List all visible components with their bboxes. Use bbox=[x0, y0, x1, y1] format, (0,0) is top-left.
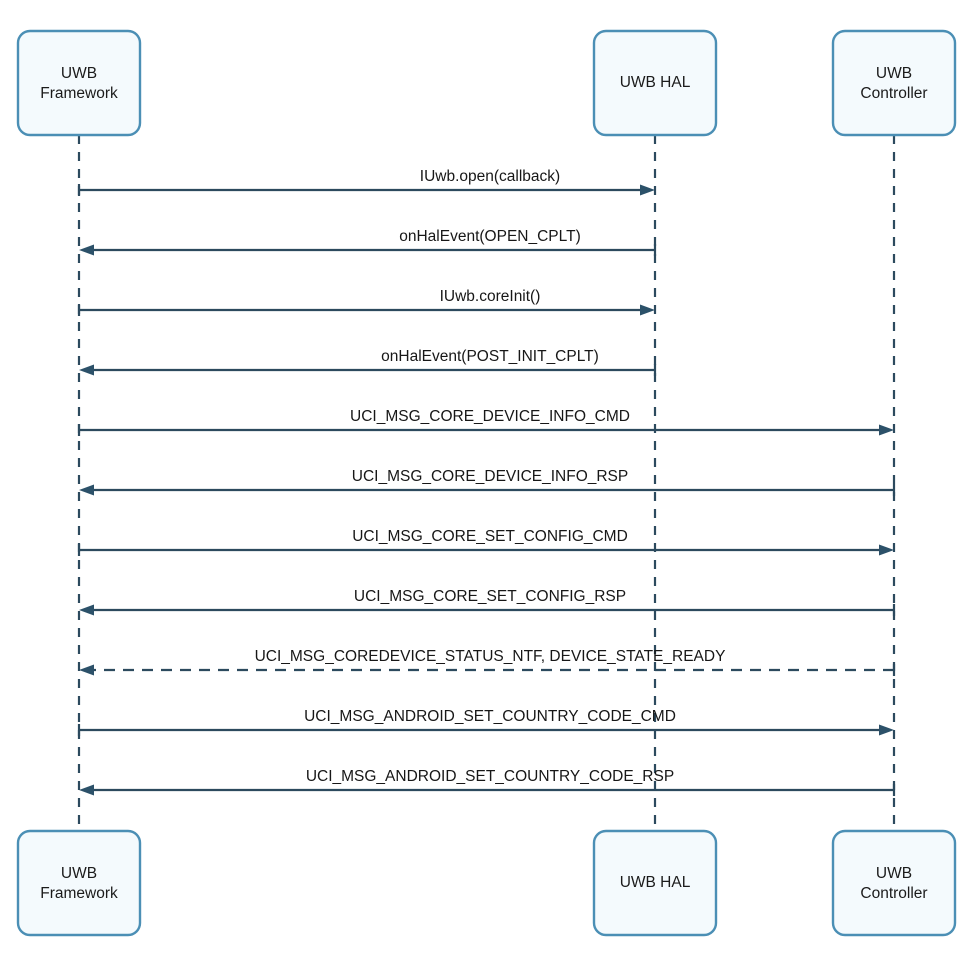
message-arrowhead bbox=[79, 604, 94, 616]
message-label: UCI_MSG_ANDROID_SET_COUNTRY_CODE_RSP bbox=[306, 768, 674, 785]
participant-controller-bottom[interactable]: UWB Controller bbox=[831, 829, 957, 937]
message-label: UCI_MSG_CORE_SET_CONFIG_CMD bbox=[352, 528, 628, 545]
participant-label: UWB bbox=[876, 865, 912, 882]
message-arrowhead bbox=[79, 244, 94, 256]
message-9[interactable]: UCI_MSG_COREDEVICE_STATUS_NTF, DEVICE_ST… bbox=[79, 648, 896, 676]
participant-framework-bottom[interactable]: UWB Framework bbox=[16, 829, 142, 937]
participant-label: UWB bbox=[876, 65, 912, 82]
message-3[interactable]: IUwb.coreInit() bbox=[77, 288, 655, 316]
messages-layer: IUwb.open(callback) onHalEvent(OPEN_CPLT)… bbox=[77, 168, 896, 796]
message-label: onHalEvent(POST_INIT_CPLT) bbox=[381, 348, 599, 365]
participant-box-rect bbox=[592, 829, 718, 937]
participant-hal-bottom[interactable]: UWB HAL bbox=[592, 829, 718, 937]
participant-framework-top[interactable]: UWB Framework bbox=[16, 29, 142, 137]
participant-label: UWB bbox=[61, 865, 97, 882]
participant-controller-top[interactable]: UWB Controller bbox=[831, 29, 957, 137]
participant-label: Controller bbox=[860, 85, 927, 102]
message-label: IUwb.coreInit() bbox=[440, 288, 541, 305]
message-arrowhead bbox=[79, 364, 94, 376]
message-arrowhead bbox=[879, 424, 894, 436]
participant-label: UWB HAL bbox=[620, 74, 691, 91]
message-arrowhead bbox=[640, 184, 655, 196]
participant-label: UWB HAL bbox=[620, 874, 691, 891]
message-arrowhead bbox=[879, 544, 894, 556]
message-label: IUwb.open(callback) bbox=[420, 168, 560, 185]
participant-hal-top[interactable]: UWB HAL bbox=[592, 29, 718, 137]
participant-box-rect bbox=[16, 829, 142, 937]
message-label: UCI_MSG_CORE_DEVICE_INFO_RSP bbox=[352, 468, 629, 485]
message-10[interactable]: UCI_MSG_ANDROID_SET_COUNTRY_CODE_CMD bbox=[77, 708, 894, 736]
message-arrowhead bbox=[640, 304, 655, 316]
message-label: UCI_MSG_CORE_DEVICE_INFO_CMD bbox=[350, 408, 630, 425]
message-label: UCI_MSG_ANDROID_SET_COUNTRY_CODE_CMD bbox=[304, 708, 676, 725]
participant-box-rect bbox=[831, 29, 957, 137]
participant-label: UWB bbox=[61, 65, 97, 82]
message-label: UCI_MSG_COREDEVICE_STATUS_NTF, DEVICE_ST… bbox=[255, 648, 726, 665]
message-4[interactable]: onHalEvent(POST_INIT_CPLT) bbox=[79, 348, 657, 376]
participant-box-rect bbox=[16, 29, 142, 137]
participant-box-rect bbox=[592, 29, 718, 137]
message-11[interactable]: UCI_MSG_ANDROID_SET_COUNTRY_CODE_RSP bbox=[79, 768, 896, 796]
participant-label: Controller bbox=[860, 885, 927, 902]
message-1[interactable]: IUwb.open(callback) bbox=[77, 168, 655, 196]
message-6[interactable]: UCI_MSG_CORE_DEVICE_INFO_RSP bbox=[79, 468, 896, 496]
message-arrowhead bbox=[79, 664, 94, 676]
message-label: UCI_MSG_CORE_SET_CONFIG_RSP bbox=[354, 588, 626, 605]
participant-box-rect bbox=[831, 829, 957, 937]
message-5[interactable]: UCI_MSG_CORE_DEVICE_INFO_CMD bbox=[77, 408, 894, 436]
message-2[interactable]: onHalEvent(OPEN_CPLT) bbox=[79, 228, 657, 256]
message-arrowhead bbox=[79, 784, 94, 796]
message-arrowhead bbox=[79, 484, 94, 496]
message-arrowhead bbox=[879, 724, 894, 736]
lifelines-layer bbox=[77, 135, 896, 831]
message-8[interactable]: UCI_MSG_CORE_SET_CONFIG_RSP bbox=[79, 588, 896, 616]
participant-label: Framework bbox=[40, 85, 118, 102]
message-7[interactable]: UCI_MSG_CORE_SET_CONFIG_CMD bbox=[77, 528, 894, 556]
participant-label: Framework bbox=[40, 885, 118, 902]
message-label: onHalEvent(OPEN_CPLT) bbox=[399, 228, 580, 245]
